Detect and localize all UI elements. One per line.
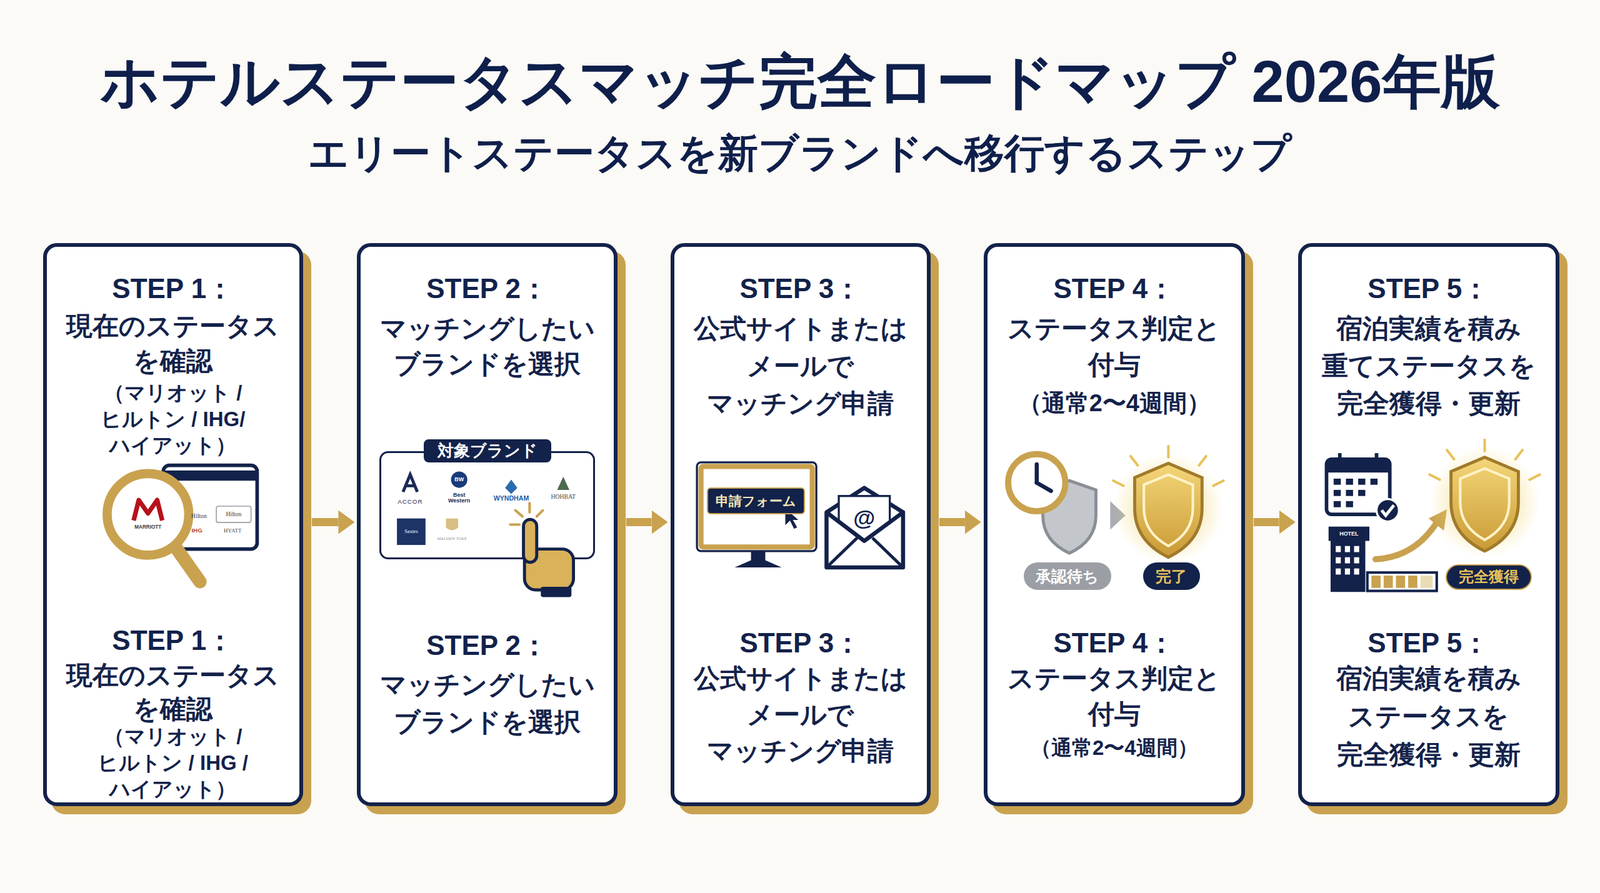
- flow-arrow: [311, 518, 339, 527]
- step-text: STEP 1：: [50, 623, 296, 658]
- step-text: STEP 3：: [678, 271, 924, 306]
- step-text: ステータス判定と 付与: [991, 310, 1237, 384]
- step-text: 現在のステータス を確認: [50, 658, 296, 727]
- logo-text: Hilton: [191, 513, 207, 520]
- pill-text: 申請フォーム: [715, 493, 797, 509]
- step-text: （マリオット / ヒルトン / IHG / ハイアット）: [58, 723, 288, 803]
- step-text: 公式サイトまたは メールで マッチング申請: [678, 660, 924, 770]
- logo-text: BW: [454, 476, 464, 483]
- logo-text: HOHBAT: [550, 493, 576, 500]
- step-text: 宿泊実績を積み ステータスを 完全獲得・更新: [1306, 659, 1552, 774]
- step-text: （マリオット / ヒルトン / IHG/ ハイアット）: [58, 380, 288, 459]
- logo-text: MARRIOTT: [134, 525, 162, 530]
- logo-text: HOTEL: [1339, 530, 1359, 537]
- step-text: STEP 3：: [678, 626, 924, 660]
- step-text: STEP 2：: [365, 271, 610, 306]
- step-card: STEP 1：現在のステータス を確認（マリオット / ヒルトン / IHG/ …: [43, 243, 304, 807]
- pill-text: 完了: [1155, 566, 1187, 586]
- step-text: 公式サイトまたは メールで マッチング申請: [678, 310, 924, 423]
- step-text: STEP 5：: [1306, 271, 1552, 306]
- step-text: 宿泊実績を積み 重てステータスを 完全獲得・更新: [1306, 310, 1552, 423]
- step-card: 申請フォームSTEP 3：公式サイトまたは メールで マッチング申請STEP 3…: [670, 243, 931, 807]
- email-symbol: @: [853, 506, 875, 530]
- step-text: ステータス判定と 付与: [991, 660, 1237, 732]
- form-button: 申請フォーム: [706, 487, 805, 514]
- flow-arrow: [939, 518, 965, 527]
- step-card: 対象ブランドSTEP 2：マッチングしたい ブランドを選択STEP 2：マッチン…: [356, 243, 617, 807]
- status-pill: 承認待ち: [1023, 562, 1112, 590]
- flow-arrow: [626, 518, 652, 527]
- flow-arrow: [1253, 518, 1280, 527]
- logo-text: IHG: [191, 527, 202, 534]
- logo-text: HYATT: [223, 527, 242, 534]
- logo-text: MACODY TUKE: [436, 536, 467, 542]
- step-text: STEP 2：: [365, 628, 610, 663]
- step-text: （通常2〜4週間）: [991, 387, 1237, 419]
- pill-text: 完全獲得: [1458, 568, 1519, 587]
- logo-text: WYNDHAM: [493, 494, 530, 502]
- step-card: 完全獲得 STEP 5： 宿泊実績を積み 重てステータスを 完全獲得・更新 STEP …: [1298, 243, 1560, 807]
- diagram-title: ホテルステータスマッチ完全ロードマップ 2026年版: [0, 47, 1600, 117]
- diagram-subtitle: エリートステータスを新ブランドへ移行するステップ: [0, 128, 1600, 179]
- logo-text: ACCOR: [397, 498, 423, 505]
- step-card: 承認待ち完了STEP 4：ステータス判定と 付与（通常2〜4週間）STEP 4：…: [983, 243, 1245, 807]
- step-text: （通常2〜4週間）: [1000, 735, 1229, 762]
- panel-heading: 対象ブランド: [423, 439, 552, 464]
- logo-text: Best Western: [445, 492, 474, 504]
- step-text: STEP 4：: [991, 271, 1237, 306]
- status-pill: 完全獲得: [1445, 564, 1532, 590]
- step-text: 現在のステータス を確認: [50, 308, 296, 379]
- status-pill: 完了: [1143, 562, 1200, 590]
- step-text: STEP 4：: [991, 626, 1237, 660]
- logo-text: Saxtes: [404, 529, 418, 535]
- pill-text: 承認待ち: [1035, 566, 1099, 586]
- step-text: マッチングしたい ブランドを選択: [365, 666, 610, 742]
- logo-text: Hilton: [225, 511, 242, 518]
- step-text: STEP 5：: [1306, 626, 1552, 660]
- step-text: マッチングしたい ブランドを選択: [365, 310, 610, 382]
- step-text: STEP 1：: [50, 271, 296, 306]
